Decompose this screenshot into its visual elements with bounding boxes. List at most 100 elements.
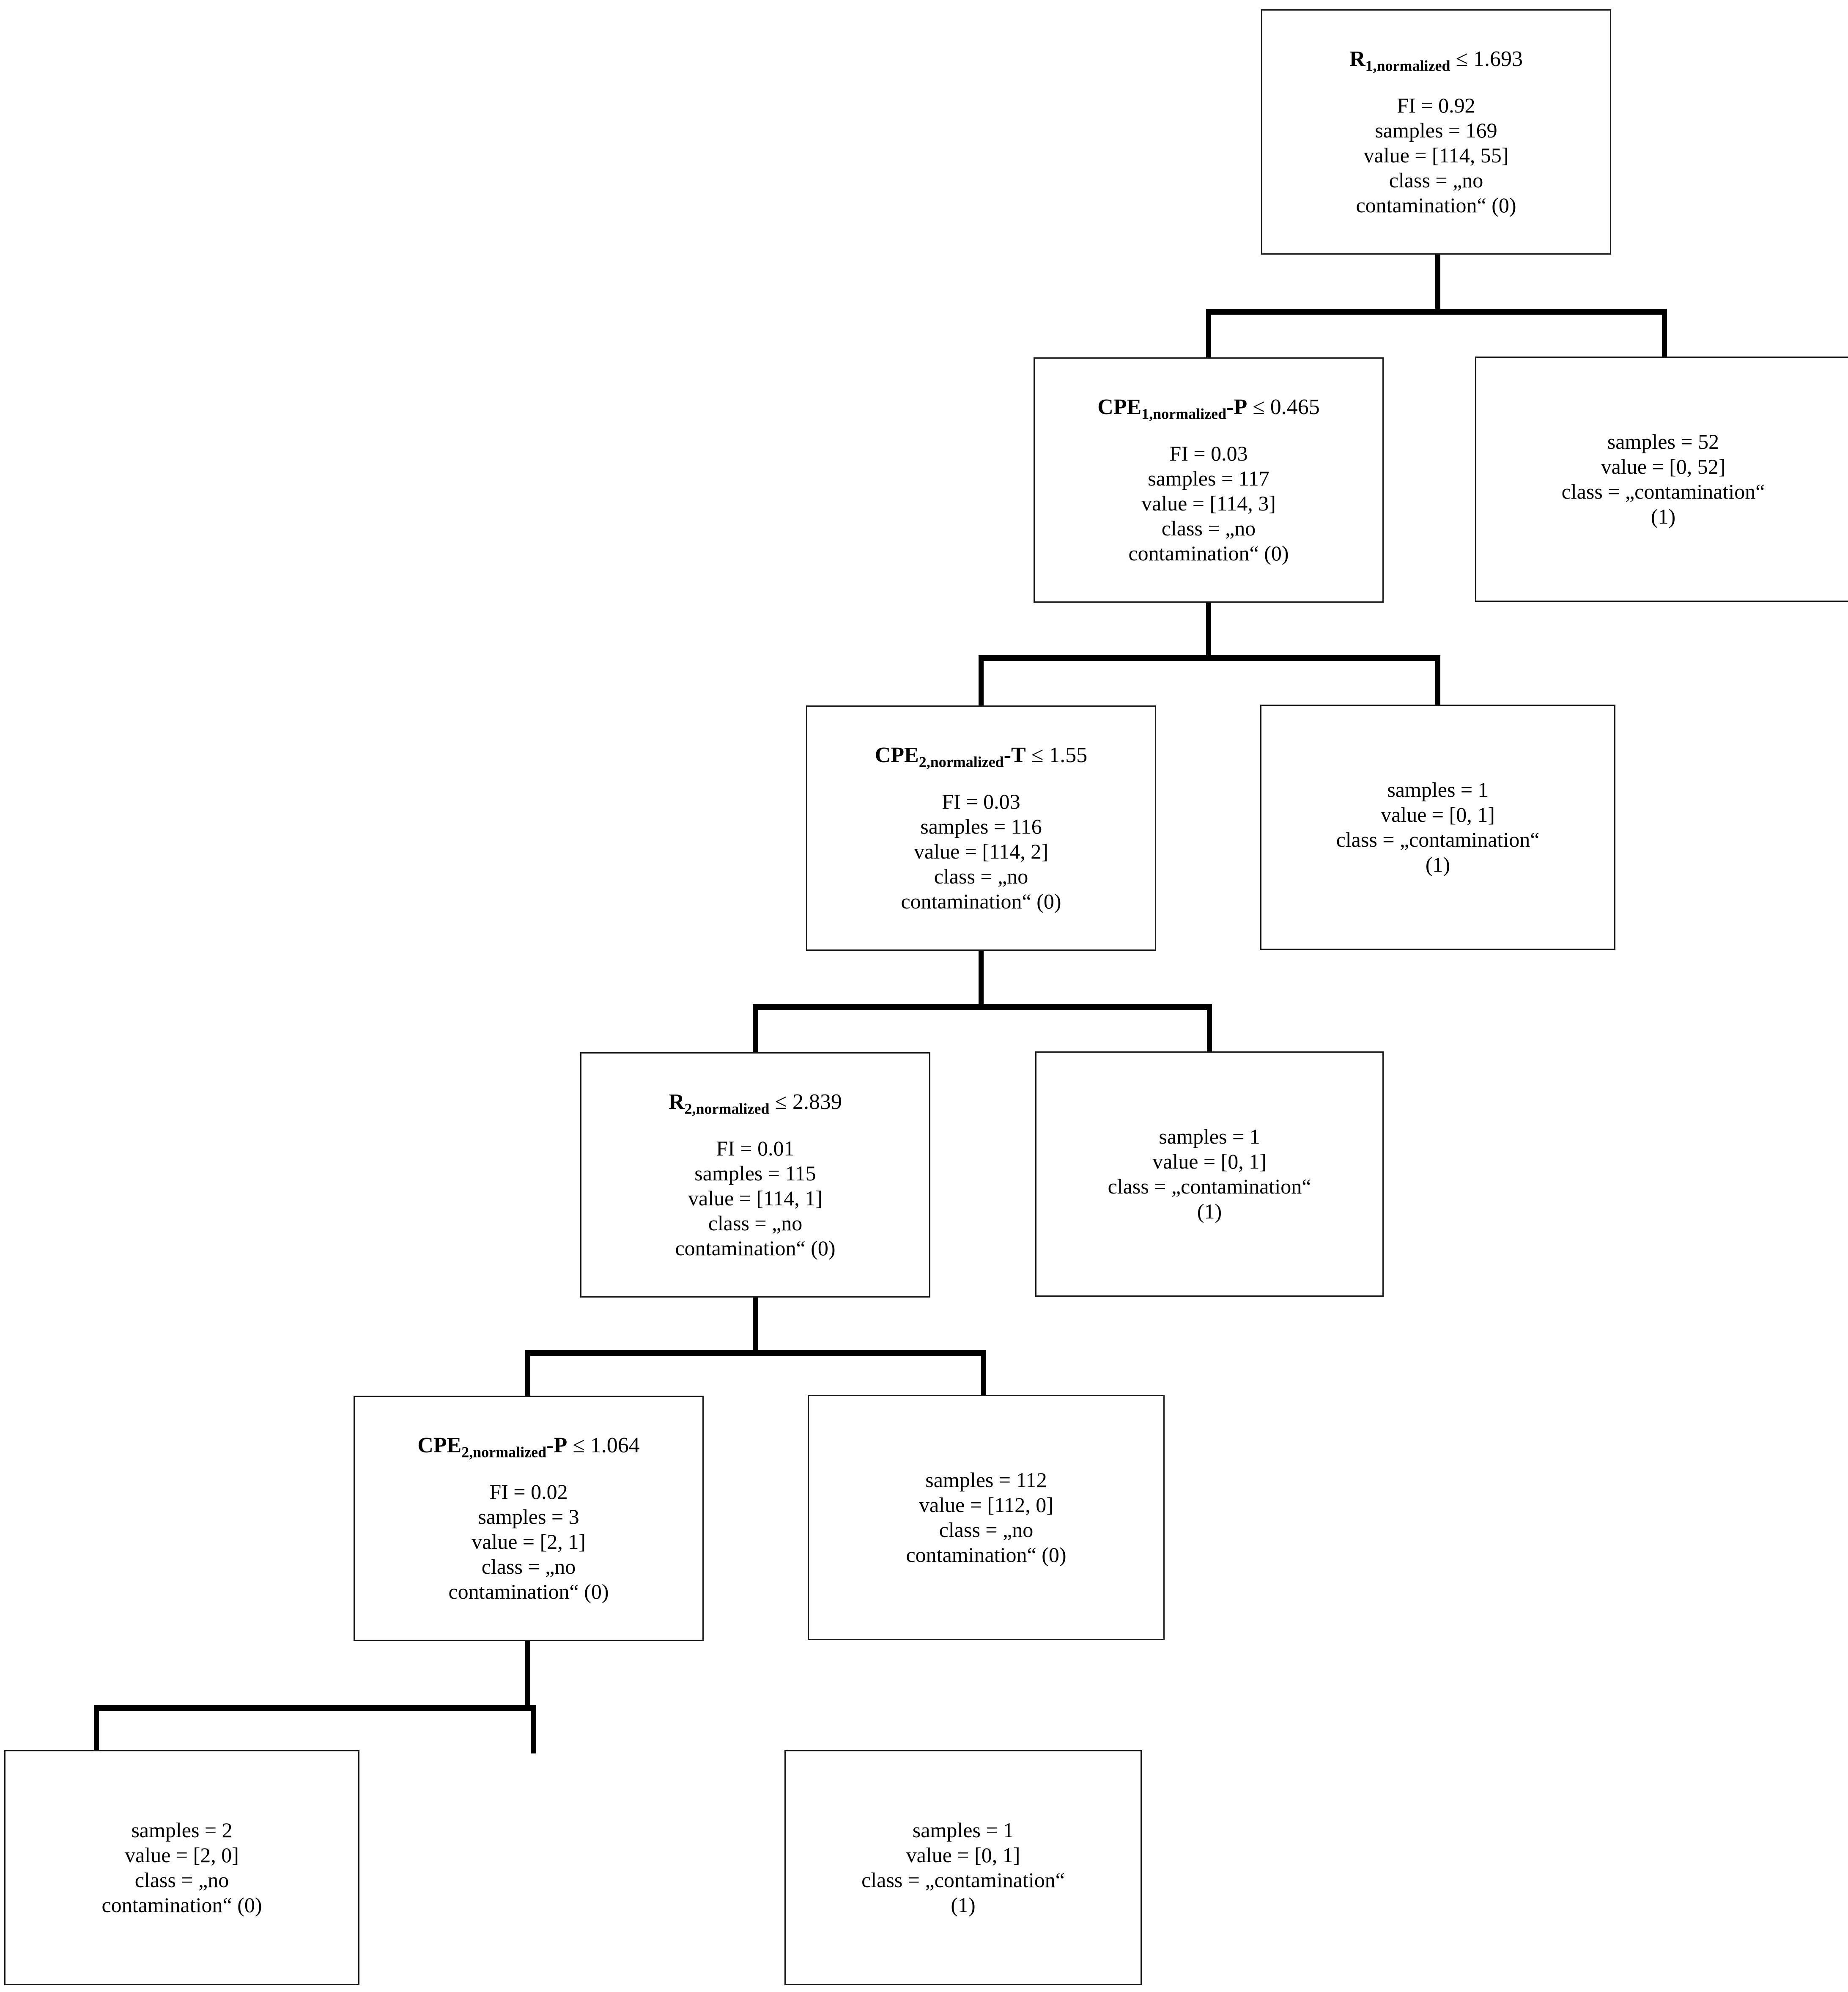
edge-drop-right-e3 (981, 1350, 986, 1398)
value-line: value = [114, 55] (1363, 143, 1509, 167)
fi-line: FI = 0.01 (716, 1136, 795, 1161)
value-line: value = [0, 52] (1601, 455, 1726, 478)
class-line-secondary: (1) (1197, 1199, 1222, 1223)
class-line-secondary: contamination“ (0) (101, 1893, 262, 1917)
value-line: value = [114, 2] (914, 840, 1048, 864)
class-line-secondary: (1) (1651, 505, 1676, 528)
feature-base: R (1349, 47, 1365, 71)
samples-line: samples = 112 (925, 1468, 1047, 1492)
value-line: value = [2, 0] (125, 1843, 239, 1867)
edge-drop-right-e2 (1207, 1004, 1212, 1054)
class-line-secondary: contamination“ (0) (1356, 193, 1516, 217)
value-line: value = [2, 1] (472, 1530, 586, 1554)
class-line-primary: class = „no (708, 1211, 803, 1235)
edge-drop-left-e1 (979, 655, 984, 707)
feature-subscript: 2,normalized (461, 1443, 547, 1460)
edge-drop-right-e1 (1435, 655, 1440, 707)
class-line-primary: class = „no (939, 1518, 1034, 1542)
edge-bar-e1 (979, 655, 1440, 661)
class-line-primary: class = „no (134, 1868, 229, 1892)
samples-line: samples = 115 (694, 1161, 816, 1185)
class-line-primary: class = „no (1389, 168, 1483, 192)
class-line-primary: class = „no (934, 864, 1028, 889)
samples-line: samples = 1 (1159, 1125, 1260, 1148)
samples-line: samples = 52 (1607, 430, 1719, 453)
feature-suffix: -P (1226, 395, 1248, 419)
value-line: value = [0, 1] (906, 1843, 1020, 1867)
feature-base: CPE (417, 1433, 462, 1457)
feature-base: R (668, 1089, 685, 1114)
value-line: value = [114, 3] (1141, 491, 1276, 516)
edge-stem-e2 (979, 951, 984, 1007)
class-line-primary: class = „contamination“ (1561, 480, 1765, 503)
edge-stem-e4 (525, 1641, 530, 1709)
split-condition: CPE2,normalized-P ≤ 1.064 (417, 1432, 640, 1461)
value-line: value = [114, 1] (688, 1186, 823, 1210)
comparison-operator: ≤ 1.55 (1025, 743, 1088, 767)
split-condition: R1,normalized ≤ 1.693 (1349, 46, 1523, 75)
split-condition: R2,normalized ≤ 2.839 (669, 1089, 842, 1118)
class-line-secondary: (1) (1425, 853, 1450, 876)
class-line-primary: class = „contamination“ (1108, 1174, 1311, 1198)
value-line: value = [0, 1] (1152, 1150, 1267, 1173)
class-line-secondary: contamination“ (0) (675, 1236, 836, 1260)
samples-line: samples = 169 (1375, 118, 1497, 143)
samples-line: samples = 1 (912, 1818, 1014, 1842)
edge-stem-e0 (1435, 255, 1440, 311)
edge-bar-e2 (753, 1004, 1212, 1010)
edge-drop-left-e4 (94, 1705, 99, 1753)
class-line-secondary: contamination“ (0) (448, 1580, 609, 1604)
class-line-secondary: contamination“ (0) (906, 1543, 1067, 1567)
edge-stem-e3 (753, 1298, 758, 1353)
comparison-operator: ≤ 1.064 (567, 1433, 640, 1457)
edge-drop-right-e0 (1662, 309, 1667, 359)
samples-line: samples = 3 (478, 1505, 579, 1529)
feature-suffix: -T (1004, 743, 1026, 767)
edge-stem-e1 (1206, 603, 1211, 658)
class-line-primary: class = „contamination“ (1336, 828, 1540, 851)
class-line-primary: class = „no (481, 1555, 576, 1579)
feature-base: CPE (875, 743, 919, 767)
edge-drop-left-e0 (1206, 309, 1211, 359)
value-line: value = [112, 0] (919, 1493, 1053, 1517)
samples-line: samples = 117 (1148, 466, 1269, 491)
feature-suffix: -P (546, 1433, 568, 1457)
edge-bar-e4 (94, 1705, 536, 1711)
feature-base: CPE (1097, 395, 1142, 419)
split-condition: CPE2,normalized-T ≤ 1.55 (875, 742, 1088, 771)
feature-subscript: 1,normalized (1141, 405, 1227, 422)
class-line-primary: class = „contamination“ (861, 1868, 1065, 1892)
value-line: value = [0, 1] (1381, 803, 1495, 826)
fi-line: FI = 0.02 (489, 1480, 568, 1504)
fi-line: FI = 0.03 (1169, 442, 1248, 466)
samples-line: samples = 2 (131, 1818, 233, 1842)
edge-drop-left-e3 (525, 1350, 530, 1398)
comparison-operator: ≤ 1.693 (1450, 47, 1523, 71)
edge-drop-right-e4 (531, 1705, 536, 1753)
split-condition: CPE1,normalized-P ≤ 0.465 (1097, 394, 1320, 423)
comparison-operator: ≤ 0.465 (1247, 395, 1320, 419)
class-line-secondary: contamination“ (0) (901, 889, 1061, 914)
feature-subscript: 1,normalized (1365, 57, 1450, 74)
class-line-secondary: (1) (951, 1893, 976, 1917)
edge-bar-e3 (525, 1350, 986, 1356)
